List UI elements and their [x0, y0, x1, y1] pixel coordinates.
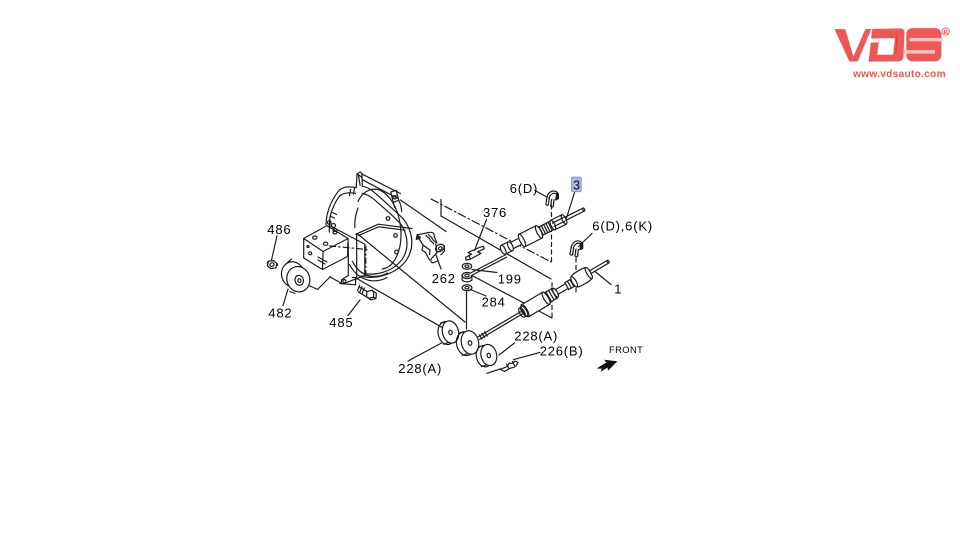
svg-text:485: 485	[329, 315, 353, 330]
svg-text:3: 3	[573, 179, 580, 193]
svg-text:6(D): 6(D)	[510, 181, 538, 196]
svg-text:R: R	[944, 30, 949, 36]
svg-text:228(A): 228(A)	[398, 361, 442, 376]
svg-text:486: 486	[267, 222, 291, 237]
svg-text:www.vdsauto.com: www.vdsauto.com	[852, 69, 946, 80]
svg-text:482: 482	[268, 306, 292, 321]
svg-text:1: 1	[614, 282, 622, 297]
svg-text:284: 284	[482, 295, 506, 310]
svg-text:376: 376	[483, 205, 507, 220]
svg-text:226(B): 226(B)	[540, 344, 584, 359]
svg-text:FRONT: FRONT	[609, 345, 643, 355]
svg-text:262: 262	[432, 271, 456, 286]
svg-text:228(A): 228(A)	[514, 329, 558, 344]
svg-text:199: 199	[498, 272, 522, 287]
svg-text:6(D),6(K): 6(D),6(K)	[592, 219, 653, 234]
